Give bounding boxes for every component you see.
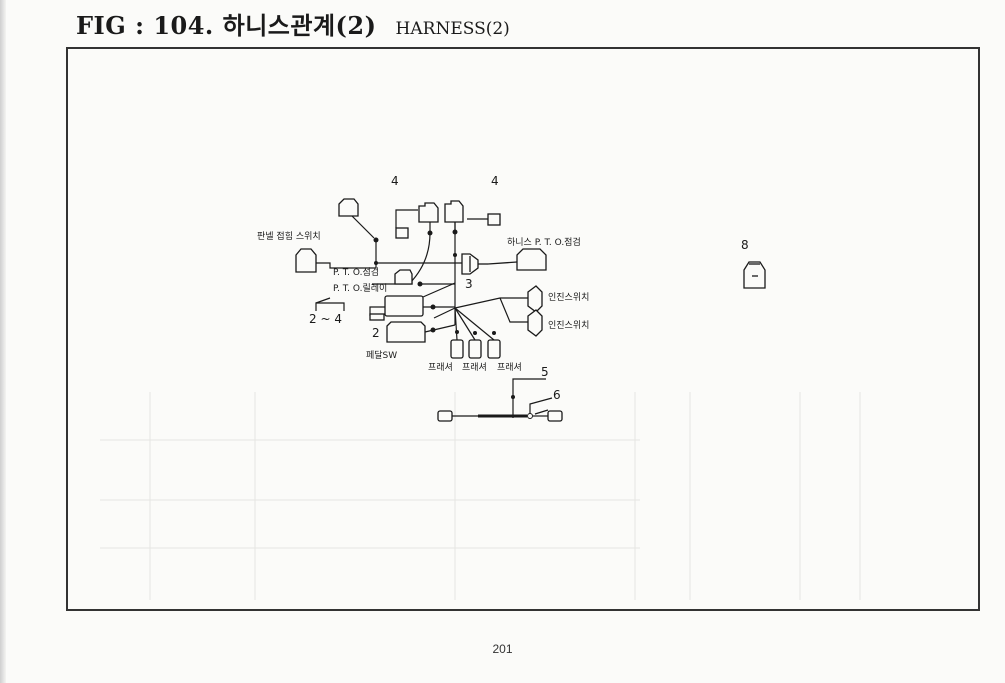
label-panel-switch: 판넬 접힘 스위치 (257, 230, 321, 242)
connector-components (295, 198, 766, 422)
main-control-box (384, 295, 424, 317)
callout-8: 8 (741, 238, 749, 252)
label-pto-check: P. T. O.점검 (333, 266, 379, 278)
label-pressure-1: 프래셔 (428, 362, 453, 373)
label-pressure-2: 프래셔 (462, 362, 487, 373)
scan-edge (0, 0, 6, 683)
pedal-switch (386, 321, 426, 343)
inching-switch-lower (527, 309, 543, 337)
panel-fold-switch (295, 248, 317, 273)
bottom-harness-connector-left (437, 410, 453, 422)
connector-4-right (487, 213, 501, 226)
item-8-relay (743, 261, 766, 289)
figure-subtitle: HARNESS(2) (395, 19, 510, 39)
pressure-switch-1 (450, 339, 464, 359)
inching-switch-upper (527, 285, 543, 313)
page-number: 201 (492, 642, 513, 656)
diagram-frame (66, 47, 980, 611)
callout-2-to-4: 2 ~ 4 (309, 312, 342, 326)
top-connector-1 (418, 202, 439, 223)
pressure-switch-2 (468, 339, 482, 359)
label-pedal-sw: 페달SW (366, 349, 397, 361)
figure-number-title: FIG : 104. 하니스관계(2) (76, 11, 377, 40)
callout-3: 3 (465, 277, 473, 291)
top-connector-2 (444, 200, 464, 223)
harness-end-connector (369, 313, 385, 321)
label-inching-switch-1: 인진스위치 (548, 291, 589, 303)
pto-relay (394, 269, 413, 285)
wire-joints (373, 229, 533, 419)
show-through-lines (100, 392, 861, 600)
callout-4-right: 4 (491, 174, 499, 188)
callout-6: 6 (553, 388, 561, 402)
label-pressure-3: 프래셔 (497, 362, 522, 373)
label-pto-relay: P. T. O.릴레이 (333, 283, 387, 294)
figure-title: FIG : 104. 하니스관계(2) HARNESS(2) (76, 6, 510, 41)
label-harness-pto-check: 하니스 P. T. O.점검 (507, 236, 581, 248)
panel-switch-connector (338, 198, 359, 217)
bottom-harness-connector-right (547, 410, 563, 422)
harness-pto-check-connector (516, 248, 547, 271)
callout-4-left: 4 (391, 174, 399, 188)
connector-4-left (395, 227, 409, 239)
pressure-switch-3 (487, 339, 501, 359)
callout-5: 5 (541, 365, 549, 379)
callout-2: 2 (372, 326, 380, 340)
label-inching-switch-2: 인진스위치 (548, 319, 589, 331)
